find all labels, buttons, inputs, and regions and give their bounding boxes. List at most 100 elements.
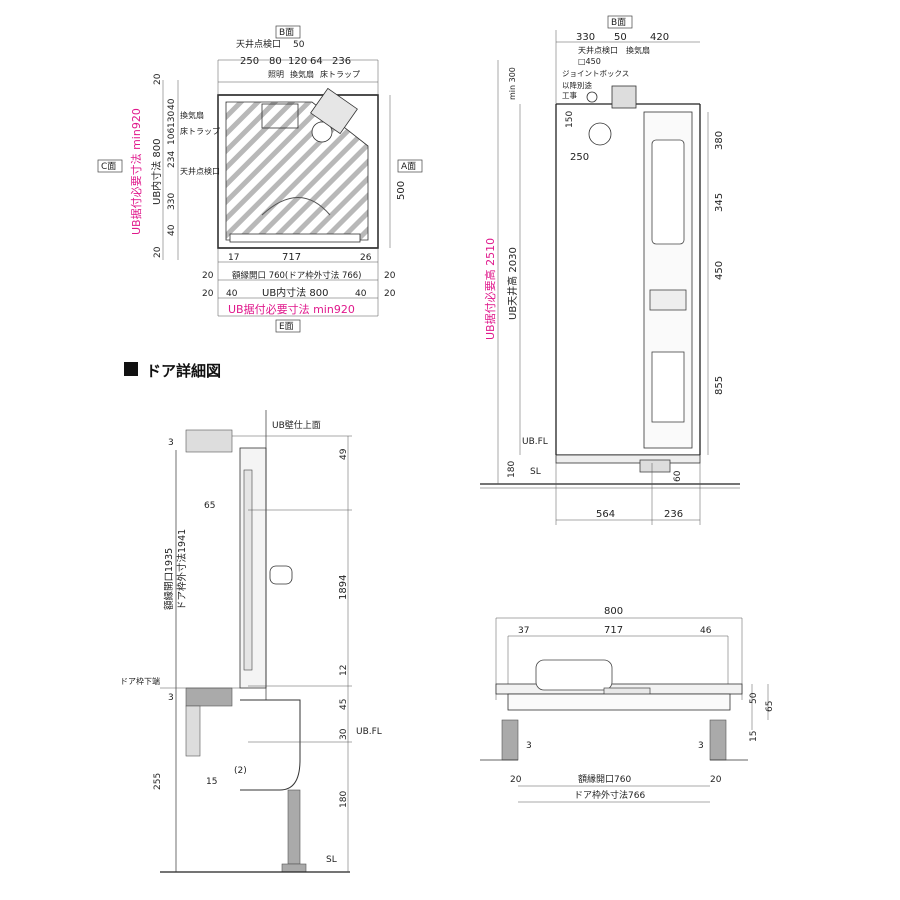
elev-d-380: 380: [714, 131, 725, 150]
door-d-49: 49: [339, 448, 349, 460]
elev-t-ceiling: 天井点検口: [578, 45, 618, 55]
door-d-15: 15: [206, 777, 217, 787]
door-d-3a: 3: [168, 438, 174, 448]
plan-light: [261, 103, 299, 129]
sec-d-20a: 20: [510, 775, 522, 785]
plan-top-120: 120: [288, 56, 307, 67]
plan-b-26: 26: [360, 253, 372, 263]
plan-bench: [261, 197, 331, 216]
plan-lbl-trap: 床トラップ: [320, 69, 360, 79]
elev-fan: [611, 85, 637, 109]
section-view: 800 37 717 46 50 65 15 3 3 20 20 額縁開口760…: [480, 606, 775, 803]
door-sill: [185, 687, 233, 707]
plan-lbl-light: 照明: [268, 70, 284, 79]
plan-ub-inner-v: UB内寸法 800: [150, 139, 163, 205]
plan-door: [229, 233, 361, 243]
door-d-3b: 3: [168, 693, 174, 703]
elev-mirror: [651, 139, 685, 245]
door-d-12: 12: [339, 665, 349, 676]
door-sill-wall: [185, 705, 201, 757]
plan-top-label: 天井点検口: [236, 38, 281, 50]
sec-d-50: 50: [749, 692, 759, 704]
sec-right-jamb: [709, 719, 727, 761]
door-door-frame: ドア枠外寸法1941: [176, 529, 188, 610]
elev-t-circuit: 以降別途: [562, 80, 592, 90]
door-base-pan: [240, 699, 301, 791]
plan-face-a: A面: [401, 161, 416, 172]
plan-drain: [311, 121, 333, 143]
plan-top-80: 80: [269, 56, 282, 67]
elev-req-h: UB据付必要高 2510: [483, 238, 497, 340]
door-leg: [287, 789, 301, 865]
sec-door-frame: ドア枠外寸法766: [574, 789, 645, 801]
plan-fan: [310, 87, 358, 135]
plan-lbl-fan: 換気扇: [290, 69, 314, 79]
plan-b-20b: 20: [384, 271, 396, 281]
plan-top-50: 50: [293, 40, 305, 50]
elev-min300: min 300: [508, 67, 517, 100]
sec-d-800: 800: [604, 606, 623, 617]
sec-d-3a: 3: [526, 741, 532, 751]
plan-left-40b: 40: [167, 224, 177, 236]
plan-left-234: 234: [167, 151, 177, 168]
elev-t-330: 330: [576, 32, 595, 43]
door-d-65: 65: [204, 501, 215, 511]
elev-t-50: 50: [614, 32, 627, 43]
sec-left-jamb: [501, 719, 519, 761]
elev-b-564: 564: [596, 509, 615, 520]
door-wall-top: UB壁仕上面: [272, 419, 321, 431]
plan-face-c: C面: [101, 161, 116, 172]
elev-jbox: [586, 91, 598, 103]
door-frame-open: 額縁開口1935: [163, 548, 175, 610]
door-lower-end: ドア枠下端: [120, 676, 160, 686]
elev-t-420: 420: [650, 32, 669, 43]
plan-b-17: 17: [228, 253, 239, 263]
plan-b-40b: 40: [355, 289, 367, 299]
plan-face-a-box: [397, 159, 423, 173]
sec-d-65: 65: [765, 701, 775, 712]
door-d-180: 180: [339, 791, 349, 808]
door-ubfl: UB.FL: [356, 727, 382, 737]
elev-ceil-h: UB天井高 2030: [506, 247, 519, 320]
plan-face-e-box: [275, 319, 301, 333]
plan-r-fan: 換気扇: [180, 110, 204, 120]
sec-handle: [535, 659, 613, 691]
sec-d-15: 15: [749, 731, 759, 742]
elev-t-450: □450: [578, 57, 601, 66]
plan-left-40a: 40: [167, 98, 177, 110]
plan-top-236: 236: [332, 56, 351, 67]
elev-d-450: 450: [714, 261, 725, 280]
plan-b-20c: 20: [202, 289, 214, 299]
elev-d-180: 180: [507, 461, 517, 478]
plan-left-20b: 20: [153, 246, 163, 258]
elev-t-jbox: ジョイントボックス: [562, 69, 629, 78]
plan-b-frame: 額縁開口 760(ドア枠外寸法 766): [232, 270, 362, 281]
elev-sl: SL: [530, 467, 541, 477]
plan-left-130: 130: [167, 111, 177, 128]
sec-d-3b: 3: [698, 741, 704, 751]
sec-d-717: 717: [604, 625, 623, 636]
sec-d-46: 46: [700, 626, 712, 636]
plan-face-e: E面: [279, 321, 294, 332]
plan-face-b: B面: [279, 27, 294, 38]
door-heading: ドア詳細図: [146, 362, 221, 380]
plan-face-b-box: [275, 25, 301, 39]
elev-t-work: 工事: [562, 90, 577, 100]
plan-b-40a: 40: [226, 289, 238, 299]
plan-b-req: UB据付必要寸法 min920: [228, 302, 355, 316]
elev-d-250: 250: [570, 152, 589, 163]
door-sl: SL: [326, 855, 337, 865]
plan-top-64: 64: [310, 56, 323, 67]
plan-r-trap: 床トラップ: [180, 126, 220, 136]
plan-r-ceiling: 天井点検口: [180, 166, 220, 176]
plan-floor: [225, 101, 369, 241]
elev-face-b: B面: [611, 17, 626, 28]
elev-d-150: 150: [565, 111, 575, 128]
sec-sill: [507, 693, 731, 711]
elev-vent-hole: [588, 122, 612, 146]
sec-d-37: 37: [518, 626, 529, 636]
door-d-255: 255: [153, 773, 163, 790]
door-panel: [243, 469, 253, 671]
elev-d-60: 60: [673, 470, 683, 482]
